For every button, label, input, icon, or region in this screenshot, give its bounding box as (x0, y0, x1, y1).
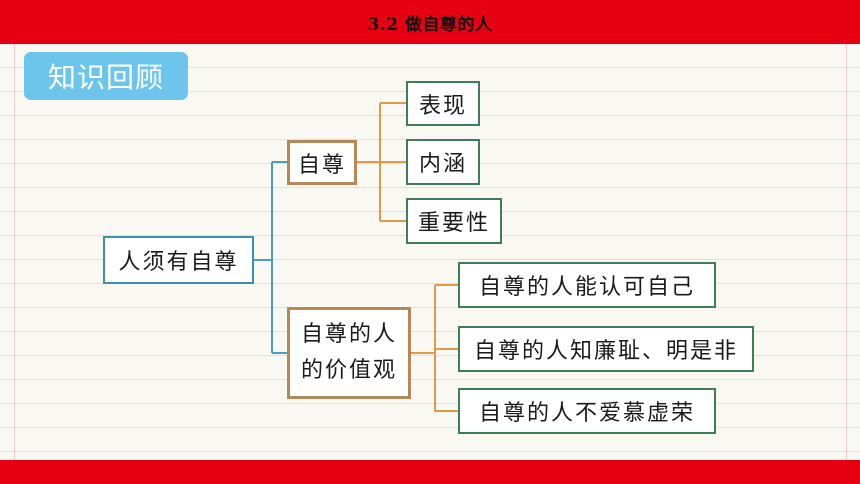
leaf-node-lianchi-label: 自尊的人知廉耻、明是非 (473, 339, 738, 364)
header-bar: 3.2 做自尊的人 (0, 0, 860, 44)
footer-bar (0, 460, 860, 484)
leaf-node-zhongyaoxing: 重要性 (406, 198, 502, 244)
leaf-node-renke-label: 自尊的人能认可自己 (478, 275, 695, 300)
leaf-node-renke: 自尊的人能认可自己 (458, 262, 716, 308)
branch-node-self-respect-label: 自尊 (297, 152, 346, 178)
leaf-node-biaoxian: 表现 (406, 81, 480, 126)
leaf-node-lianchi: 自尊的人知廉耻、明是非 (458, 326, 754, 372)
paper-margin-line-left (14, 44, 15, 460)
root-node: 人须有自尊 (103, 236, 254, 284)
root-node-label: 人须有自尊 (118, 250, 239, 275)
knowledge-review-label: 知识回顾 (47, 61, 164, 94)
leaf-node-neihan: 内涵 (406, 139, 480, 185)
slide-title: 3.2 做自尊的人 (367, 14, 493, 35)
paper-margin-line-right (846, 44, 847, 460)
knowledge-review-badge: 知识回顾 (24, 52, 188, 100)
branch-node-self-respect: 自尊 (287, 140, 357, 185)
leaf-node-xurong: 自尊的人不爱慕虚荣 (458, 388, 716, 434)
leaf-node-biaoxian-label: 表现 (418, 93, 467, 119)
branch-node-value-line-1: 自尊的人 (300, 322, 397, 347)
branch-node-value-line-2: 的价值观 (300, 358, 397, 383)
leaf-node-neihan-label: 内涵 (418, 152, 467, 177)
leaf-node-xurong-label: 自尊的人不爱慕虚荣 (478, 401, 695, 426)
leaf-node-zhongyaoxing-label: 重要性 (417, 211, 490, 236)
branch-node-value: 自尊的人 的价值观 (287, 307, 411, 399)
